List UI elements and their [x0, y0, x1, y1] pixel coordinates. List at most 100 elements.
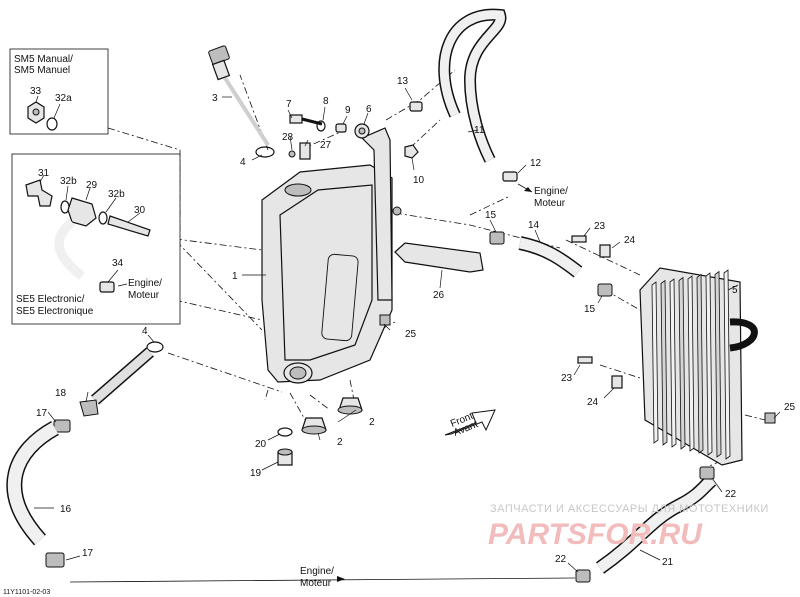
callout-22-bottom: 22 [555, 554, 567, 565]
callout-3: 3 [212, 93, 218, 104]
banjo-fitting-29 [67, 197, 97, 227]
cooler-fin [705, 272, 713, 456]
callout-7: 7 [286, 99, 292, 110]
clip-24-bottom [611, 375, 623, 389]
callout-25-left: 25 [405, 329, 417, 340]
cooler-fin [687, 275, 695, 452]
bottom-engine-line [69, 576, 576, 583]
hose-11 [409, 8, 518, 182]
bolt-23-bottom [577, 356, 593, 364]
clamp-15-mid [597, 283, 613, 297]
clamp-22-bottom [575, 569, 591, 583]
callout-17-top: 17 [36, 408, 48, 419]
callout-23-top: 23 [594, 221, 606, 232]
callout-12: 12 [530, 158, 542, 169]
spacer-9 [335, 123, 347, 133]
top-engine-line1: Engine/ [534, 186, 568, 197]
washer-20 [277, 427, 293, 437]
reference-code: 11Y1101-02-03 [3, 589, 50, 596]
cooler-fin [669, 278, 677, 448]
screw-25-right [764, 412, 776, 424]
callout-10: 10 [413, 175, 425, 186]
callout-4-top: 4 [240, 157, 246, 168]
callout-30: 30 [134, 205, 146, 216]
callout-34: 34 [112, 258, 124, 269]
se5-box: SE5 Electronic/ SE5 Electronique Engine/… [11, 153, 181, 325]
washer-32b-right [98, 211, 108, 225]
front-arrow: Front Avant [444, 409, 496, 439]
oil-cooler-5 [379, 267, 776, 466]
callout-32b-left: 32b [60, 176, 77, 187]
callout-15-mid: 15 [584, 304, 596, 315]
callout-16: 16 [60, 504, 72, 515]
se5-engine-line1: Engine/ [128, 278, 162, 289]
cooler-fin [678, 276, 686, 450]
callout-8: 8 [323, 96, 329, 107]
callout-15-top: 15 [485, 210, 497, 221]
callout-22-top: 22 [725, 489, 737, 500]
bottom-parts [277, 397, 363, 466]
callout-1: 1 [232, 271, 238, 282]
bottom-engine-line2: Moteur [300, 578, 332, 589]
callout-27: 27 [320, 140, 332, 151]
screw-25-left [379, 314, 391, 326]
callout-31: 31 [38, 168, 50, 179]
nut-10 [404, 144, 419, 159]
callout-9: 9 [345, 105, 351, 116]
callout-5: 5 [732, 285, 738, 296]
callout-33: 33 [30, 86, 42, 97]
clip-27 [299, 142, 311, 160]
dipstick-3 [208, 45, 270, 147]
clamp-17-bottom [45, 552, 65, 568]
cooler-fin [651, 281, 659, 444]
fitting-18 [79, 399, 99, 417]
callout-24-top: 24 [624, 235, 636, 246]
sm5-title-line1: SM5 Manual/ [14, 54, 73, 65]
nut-28 [288, 150, 296, 158]
se5-title-line1: SE5 Electronic/ [16, 294, 85, 305]
callout-20: 20 [255, 439, 267, 450]
callout-21: 21 [662, 557, 674, 568]
hardware-top [288, 114, 419, 216]
callout-32b-right: 32b [108, 189, 125, 200]
oil-tank-1 [261, 127, 393, 384]
cooler-fin [660, 279, 668, 446]
clamp-17-top [53, 419, 71, 433]
lower-left-hose [6, 341, 164, 568]
clamp-22-top [699, 466, 715, 480]
callout-labels: 1 2 2 3 4 4 5 6 7 8 9 10 11 12 13 14 15 … [30, 76, 796, 568]
bolt-23-top [571, 235, 587, 243]
callout-24-bottom: 24 [587, 397, 599, 408]
leader-lines [34, 87, 781, 573]
clip-24-top [599, 244, 611, 258]
callout-23-bottom: 23 [561, 373, 573, 384]
callout-11: 11 [474, 125, 485, 136]
clamp-15-top [489, 231, 505, 245]
clamp-12 [502, 171, 518, 182]
cooler-fin [696, 273, 704, 454]
se5-title-line2: SE5 Electronique [16, 306, 94, 317]
top-engine-line2: Moteur [534, 198, 566, 209]
clamp-13 [409, 101, 423, 112]
hose-14 [489, 231, 613, 297]
callout-2-left: 2 [337, 437, 343, 448]
callout-26: 26 [433, 290, 445, 301]
bottom-engine-line1: Engine/ [300, 566, 334, 577]
callout-2-right: 2 [369, 417, 375, 428]
callout-19: 19 [250, 468, 262, 479]
watermark-line2: PARTSFOR.RU [488, 518, 703, 551]
tube-30 [107, 215, 151, 237]
bolt-33-hole [32, 108, 40, 116]
callout-25-right: 25 [784, 402, 796, 413]
cooler-fin [723, 269, 731, 460]
cooler-fin [714, 270, 722, 458]
banjo-bolt-31 [25, 179, 53, 207]
watermark-line1: ЗАПЧАСТИ И АКСЕССУАРЫ ДЛЯ МОТОТЕХНИКИ [490, 503, 769, 515]
watermark: ЗАПЧАСТИ И АКСЕССУАРЫ ДЛЯ МОТОТЕХНИКИ PA… [488, 503, 769, 551]
washer-32a [46, 117, 58, 131]
se5-engine-line2: Moteur [128, 290, 160, 301]
callout-13: 13 [397, 76, 409, 87]
sm5-title-line2: SM5 Manuel [14, 65, 70, 76]
sm5-box: SM5 Manual/ SM5 Manuel [9, 48, 109, 135]
